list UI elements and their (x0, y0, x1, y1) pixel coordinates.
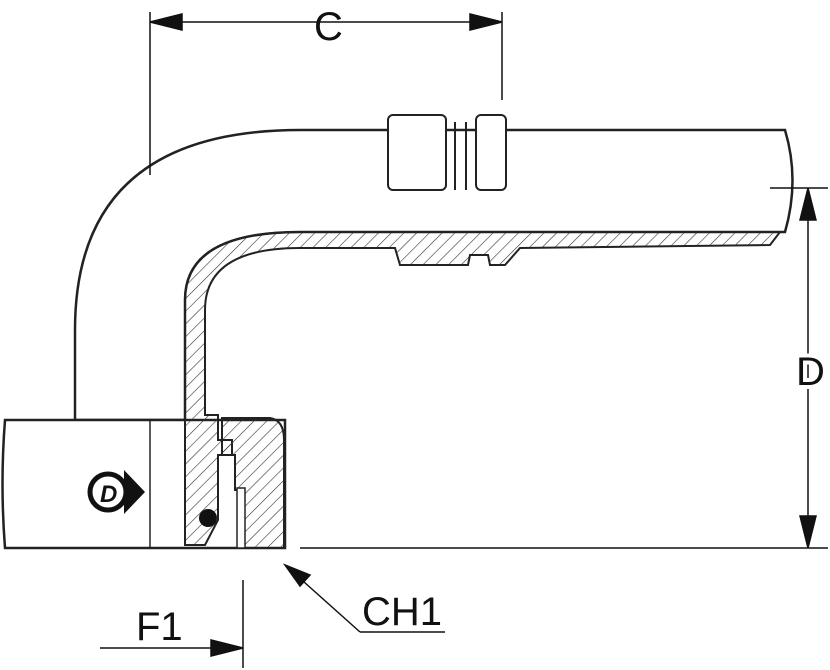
label-ch1: CH1 (362, 590, 442, 634)
o-ring (199, 509, 217, 527)
svg-text:D: D (100, 481, 117, 508)
dimension-c (149, 12, 503, 175)
label-c: C (314, 5, 343, 49)
label-f1: F1 (136, 605, 183, 649)
dimension-f1 (100, 580, 244, 668)
dimension-d (300, 187, 828, 549)
section-tube-wall (184, 231, 783, 546)
collar (387, 114, 507, 191)
leader-ch1 (282, 563, 445, 633)
section-nut (221, 417, 285, 549)
dunlop-logo: D (87, 470, 145, 514)
label-d: D (796, 350, 825, 394)
